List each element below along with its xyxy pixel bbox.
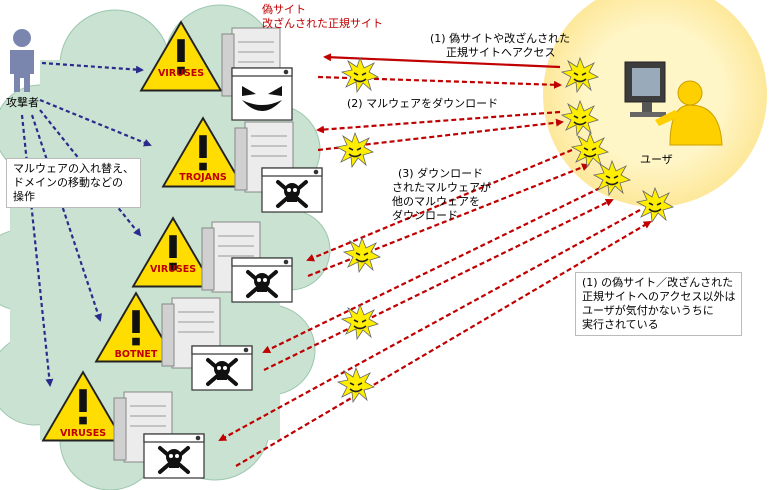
attacker-note: マルウェアの入れ替え、 ドメインの移動などの 操作 — [6, 158, 141, 208]
skull-window-icon — [142, 432, 206, 480]
title-line-2: 改ざんされた正規サイト — [262, 17, 383, 30]
attacker-note-line-3: 操作 — [13, 190, 35, 203]
warning-label-3: VIRUSES — [149, 264, 197, 275]
bottom-note-line-2: 正規サイトへのアクセス以外は — [582, 290, 736, 303]
flow-arrows — [218, 53, 652, 467]
attacker-note-line-2: ドメインの移動などの — [13, 176, 123, 189]
attacker-label: 攻撃者 — [6, 96, 39, 109]
title-line-1: 偽サイト — [262, 3, 306, 16]
skull-window-icon — [260, 166, 324, 214]
step3-line-2: されたマルウェアが — [392, 181, 491, 194]
bottom-note-line-4: 実行されている — [582, 318, 659, 331]
skull-window-icon — [190, 344, 254, 392]
user-icon — [624, 61, 723, 146]
step1-line-1: (1) 偽サイトや改ざんされた — [430, 32, 571, 45]
attacker-icon — [10, 29, 34, 92]
attacker-note-line-1: マルウェアの入れ替え、 — [13, 162, 134, 175]
warning-label-5: VIRUSES — [59, 428, 107, 439]
skull-window-icon — [230, 256, 294, 304]
step1-line-2: 正規サイトへアクセス — [446, 46, 556, 59]
warning-label-1: VIRUSES — [157, 68, 205, 79]
malware-burst-icon — [341, 57, 379, 93]
bottom-note-line-1: (1) の偽サイト／改ざんされた — [582, 276, 734, 289]
warning-label-4: BOTNET — [114, 349, 158, 360]
malware-burst-icon — [336, 132, 374, 168]
evil-face-window-icon — [231, 67, 293, 121]
step3-line-3: 他のマルウェアを — [392, 195, 480, 208]
step3-line-4: ダウンロード — [392, 209, 458, 222]
user-zone — [543, 0, 767, 207]
user-label: ユーザ — [640, 153, 673, 166]
step2-label: (2) マルウェアをダウンロード — [347, 97, 499, 110]
step3-line-1: (3) ダウンロード — [398, 167, 484, 180]
warning-label-2: TROJANS — [179, 172, 227, 183]
bottom-note-line-3: ユーザが気付かないうちに — [582, 304, 714, 317]
bottom-note: (1) の偽サイト／改ざんされた 正規サイトへのアクセス以外は ユーザが気付かな… — [575, 272, 743, 336]
